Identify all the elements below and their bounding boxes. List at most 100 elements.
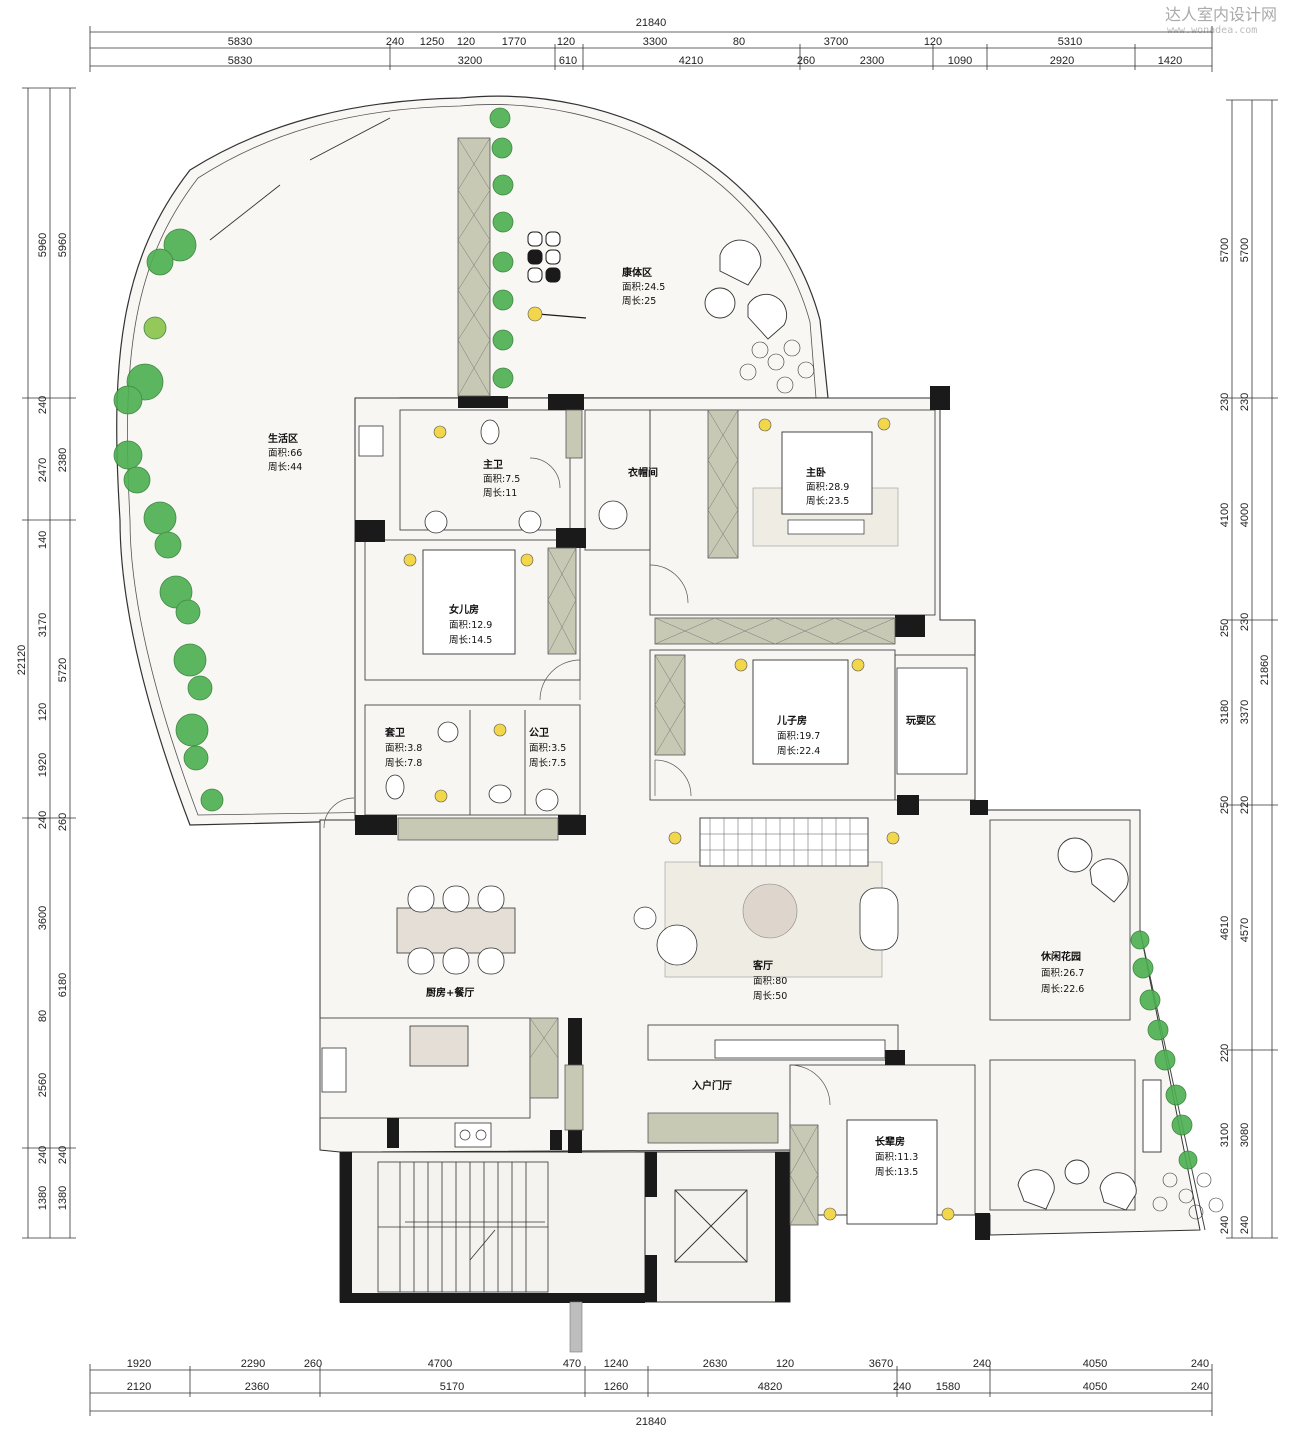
- dim-li-0: 5960: [57, 233, 69, 257]
- dim-top-r1-8: 3700: [824, 36, 848, 48]
- tv-console: [714, 1039, 886, 1059]
- room-name: 厨房+餐厅: [426, 986, 474, 999]
- garden-furniture: [1017, 837, 1162, 1211]
- door-swings: [323, 457, 831, 1106]
- dim-lo-3: 140: [37, 531, 49, 549]
- dim-ro-0: 5700: [1239, 238, 1251, 262]
- daughter-bed: [422, 549, 516, 655]
- dim-li-1: 2380: [57, 448, 69, 472]
- dim-bot-r1-7: 120: [776, 1358, 794, 1370]
- gym-equipment: [527, 231, 587, 319]
- terrace-outline: [116, 95, 829, 826]
- room-perimeter: 周长:13.5: [875, 1166, 918, 1178]
- dim-top-r1-3: 120: [457, 36, 475, 48]
- room-perimeter: 周长:44: [268, 461, 302, 473]
- room-label-kitchen-dining: 厨房+餐厅: [426, 986, 474, 999]
- master-bed: [781, 431, 873, 515]
- dim-lo-12: 1380: [37, 1186, 49, 1210]
- room-area: 面积:66: [268, 447, 302, 459]
- built-in-cabinets: [397, 137, 896, 1226]
- room-label-living-room: 客厅 面积:80 周长:50: [752, 959, 787, 1002]
- dim-bot-r1-10: 4050: [1083, 1358, 1107, 1370]
- master-bench: [787, 519, 865, 535]
- dim-ri-3: 250: [1219, 619, 1231, 637]
- room-name: 玩耍区: [906, 715, 936, 727]
- room-name: 主卧: [806, 466, 826, 479]
- dim-lo-6: 1920: [37, 753, 49, 777]
- dim-bot-r1-6: 2630: [703, 1358, 727, 1370]
- room-name: 儿子房: [776, 714, 807, 727]
- room-area: 面积:3.8: [385, 742, 422, 754]
- room-label-fitness-zone: 康体区 面积:24.5 周长:25: [622, 266, 665, 307]
- elevator-core: [644, 1151, 791, 1303]
- dim-top-r2-7: 2920: [1050, 55, 1074, 67]
- dim-li-5: 240: [57, 1146, 69, 1164]
- dim-top-r1-1: 240: [386, 36, 404, 48]
- dim-right-outer: 5700 230 4000 230 3370 220 4570 3080 240: [1239, 238, 1251, 1234]
- room-label-entry-foyer: 入户门厅: [692, 1079, 732, 1092]
- dim-li-4: 6180: [57, 973, 69, 997]
- dim-top-r1-0: 5830: [228, 36, 252, 48]
- ceiling-lamps: [403, 417, 955, 1221]
- room-perimeter: 周长:22.4: [777, 745, 820, 757]
- dim-top-r1-10: 5310: [1058, 36, 1082, 48]
- room-label-play-area: 玩耍区: [906, 715, 936, 727]
- dim-lo-0: 5960: [37, 233, 49, 257]
- burner-icon: [475, 1129, 487, 1141]
- watermark-title: 达人室内设计网: [1165, 5, 1277, 24]
- dim-bot-r1-4: 470: [563, 1358, 581, 1370]
- armchair: [656, 924, 698, 966]
- room-label-son-room: 儿子房 面积:19.7 周长:22.4: [776, 714, 820, 757]
- dim-top-r1-7: 80: [733, 36, 745, 48]
- dim-bottom-row2: 2120 2360 5170 1260 4820 240 1580 4050 2…: [127, 1381, 1209, 1393]
- cabinet-hatching: [457, 137, 896, 1226]
- room-label-public-bath: 公卫 面积:3.5 周长:7.5: [529, 727, 566, 769]
- dim-top-r1-6: 3300: [643, 36, 667, 48]
- dim-li-3: 260: [57, 813, 69, 831]
- dim-top-r2-1: 3200: [458, 55, 482, 67]
- dim-bottom-total: 21840: [636, 1416, 667, 1428]
- dim-lo-10: 2560: [37, 1073, 49, 1097]
- dim-bottom-row1: 1920 2290 260 4700 470 1240 2630 120 367…: [127, 1358, 1209, 1370]
- room-area: 面积:28.9: [806, 481, 849, 493]
- terrace-rail-posts: [209, 117, 391, 241]
- dim-bot-r1-2: 260: [304, 1358, 322, 1370]
- room-label-living-zone: 生活区 面积:66 周长:44: [268, 432, 302, 473]
- room-perimeter: 周长:11: [483, 487, 517, 499]
- room-area: 面积:19.7: [777, 730, 820, 742]
- dim-top-r1-4: 1770: [502, 36, 526, 48]
- room-name: 女儿房: [449, 603, 479, 616]
- dim-top-r1-2: 1250: [420, 36, 444, 48]
- dim-bot-r2-5: 240: [893, 1381, 911, 1393]
- play-table: [896, 667, 968, 775]
- dim-top-row2: 5830 3200 610 4210 260 2300 1090 2920 14…: [228, 55, 1182, 67]
- dim-ro-2: 4000: [1239, 503, 1251, 527]
- dim-right-inner: 5700 230 4100 250 3180 250 4610 220 3100…: [1219, 238, 1231, 1234]
- lounge-chair: [859, 887, 899, 951]
- dim-bot-r2-0: 2120: [127, 1381, 151, 1393]
- room-label-leisure-garden: 休闲花园 面积:26.7 周长:22.6: [1040, 950, 1084, 995]
- room-area: 面积:7.5: [483, 473, 520, 485]
- kitchen-sink: [321, 1047, 347, 1093]
- dining-table: [396, 907, 516, 954]
- dim-ro-7: 3080: [1239, 1123, 1251, 1147]
- dim-lo-4: 3170: [37, 613, 49, 637]
- burner-icon: [459, 1129, 471, 1141]
- dim-ri-7: 220: [1219, 1044, 1231, 1062]
- dimension-lines: [27, 31, 1273, 1412]
- room-name: 公卫: [529, 727, 549, 739]
- shrub-cluster: [739, 339, 1224, 1220]
- dim-ri-0: 5700: [1219, 238, 1231, 262]
- room-name: 客厅: [752, 959, 773, 972]
- room-partitions: [319, 409, 1136, 1216]
- room-name: 主卫: [483, 458, 503, 471]
- room-name: 长辈房: [875, 1135, 905, 1148]
- dim-top-total: 21840: [636, 17, 667, 29]
- dim-bot-r2-3: 1260: [604, 1381, 628, 1393]
- dim-bot-r1-0: 1920: [127, 1358, 151, 1370]
- dim-lo-11: 240: [37, 1146, 49, 1164]
- dim-top-r2-6: 1090: [948, 55, 972, 67]
- dim-top-r1-9: 120: [924, 36, 942, 48]
- dim-li-6: 1380: [57, 1186, 69, 1210]
